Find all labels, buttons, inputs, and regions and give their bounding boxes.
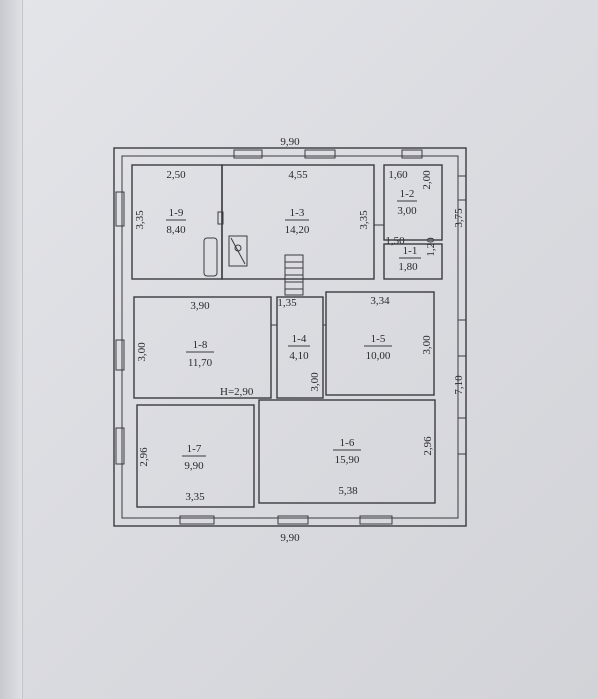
room-1-4-wall xyxy=(276,296,324,399)
bathroom-fixtures xyxy=(203,211,248,277)
room-1-7-height: 2,96 xyxy=(138,447,150,467)
room-1-5-wall xyxy=(325,291,435,396)
door-marks xyxy=(182,190,384,399)
room-1-6-wall xyxy=(258,399,436,504)
room-1-1: 1,50 1,20 1-1 1,80 xyxy=(385,235,437,273)
room-1-5-id: 1-5 xyxy=(371,333,386,345)
room-1-3-height: 3,35 xyxy=(358,210,370,230)
bathtub-icon xyxy=(203,237,218,277)
dim-bottom: 9,90 xyxy=(280,532,300,544)
room-1-9-id: 1-9 xyxy=(169,207,184,219)
window-bottom-3 xyxy=(359,515,393,525)
room-1-2-id: 1-2 xyxy=(400,188,415,200)
room-1-1-wall xyxy=(383,243,443,280)
window-top-1 xyxy=(233,149,263,159)
room-1-8: 3,90 3,00 1-8 11,70 xyxy=(136,300,214,369)
room-1-9: 2,50 3,35 1-9 8,40 xyxy=(134,169,186,236)
window-right-2 xyxy=(457,319,467,357)
floor-plan: 9,90 9,90 3,75 7,10 H=2,90 2,50 3,35 1-9… xyxy=(113,136,467,544)
window-left-2 xyxy=(115,339,125,371)
room-1-2-wall xyxy=(383,164,443,241)
room-1-5-area: 10,00 xyxy=(366,350,391,362)
room-1-1-id: 1-1 xyxy=(403,245,418,257)
dim-top: 9,90 xyxy=(280,136,300,148)
room-1-3-width: 4,55 xyxy=(288,169,308,181)
room-1-2-height: 2,00 xyxy=(421,170,433,190)
room-1-9-width: 2,50 xyxy=(166,169,186,181)
room-1-3-wall xyxy=(221,164,375,280)
window-top-3 xyxy=(401,149,423,159)
room-1-7: 2,96 1-7 9,90 3,35 xyxy=(138,443,206,503)
dim-right-total: 7,10 xyxy=(453,375,465,395)
paper-edge xyxy=(0,0,23,699)
stairs-icon xyxy=(284,254,304,296)
room-1-4-width: 1,35 xyxy=(277,297,297,309)
room-1-1-area: 1,80 xyxy=(398,261,418,273)
room-1-8-height: 3,00 xyxy=(136,342,148,362)
room-1-7-area: 9,90 xyxy=(184,460,204,472)
room-1-5-height: 3,00 xyxy=(421,335,433,355)
room-1-7-wall xyxy=(136,404,255,508)
floor-plan-sheet: 9,90 9,90 3,75 7,10 H=2,90 2,50 3,35 1-9… xyxy=(22,0,598,699)
boiler-icon xyxy=(217,211,224,225)
room-1-4-height: 3,00 xyxy=(309,372,321,392)
room-1-5: 3,34 3,00 1-5 10,00 xyxy=(364,295,433,362)
room-1-6: 1-6 15,90 2,96 5,38 xyxy=(333,436,434,497)
room-1-7-width: 3,35 xyxy=(185,491,205,503)
room-1-8-id: 1-8 xyxy=(193,339,208,351)
room-1-4: 1,35 3,00 1-4 4,10 xyxy=(277,297,321,392)
sink-diagonal xyxy=(230,237,246,265)
room-1-4-id: 1-4 xyxy=(292,333,307,345)
room-1-5-width: 3,34 xyxy=(370,295,390,307)
room-1-6-height: 2,96 xyxy=(422,436,434,456)
room-1-2: 1,60 2,00 1-2 3,00 xyxy=(388,169,433,217)
room-1-2-area: 3,00 xyxy=(397,205,417,217)
window-right-1 xyxy=(457,175,467,201)
room-1-6-id: 1-6 xyxy=(340,437,355,449)
window-left-1 xyxy=(115,191,125,227)
window-right-3 xyxy=(457,417,467,455)
room-1-3-id: 1-3 xyxy=(290,207,305,219)
room-1-9-area: 8,40 xyxy=(166,224,186,236)
room-1-1-height: 1,20 xyxy=(425,237,437,257)
window-bottom-2 xyxy=(277,515,309,525)
window-bottom-1 xyxy=(179,515,215,525)
room-1-3: 4,55 3,35 1-3 14,20 xyxy=(285,169,370,236)
window-left-3 xyxy=(115,427,125,465)
room-1-7-id: 1-7 xyxy=(187,443,202,455)
sink-icon xyxy=(228,235,248,267)
room-1-9-height: 3,35 xyxy=(134,210,146,230)
room-1-1-width: 1,50 xyxy=(385,235,405,247)
room-1-8-width: 3,90 xyxy=(190,300,210,312)
room-1-3-area: 14,20 xyxy=(285,224,310,236)
room-1-4-area: 4,10 xyxy=(289,350,309,362)
window-top-2 xyxy=(304,149,336,159)
windows xyxy=(115,149,467,525)
room-1-6-width: 5,38 xyxy=(338,485,358,497)
room-1-8-area: 11,70 xyxy=(188,357,213,369)
room-1-6-area: 15,90 xyxy=(335,454,360,466)
room-1-2-width: 1,60 xyxy=(388,169,408,181)
dim-right-top: 3,75 xyxy=(453,208,465,228)
ceiling-height: H=2,90 xyxy=(220,386,254,398)
